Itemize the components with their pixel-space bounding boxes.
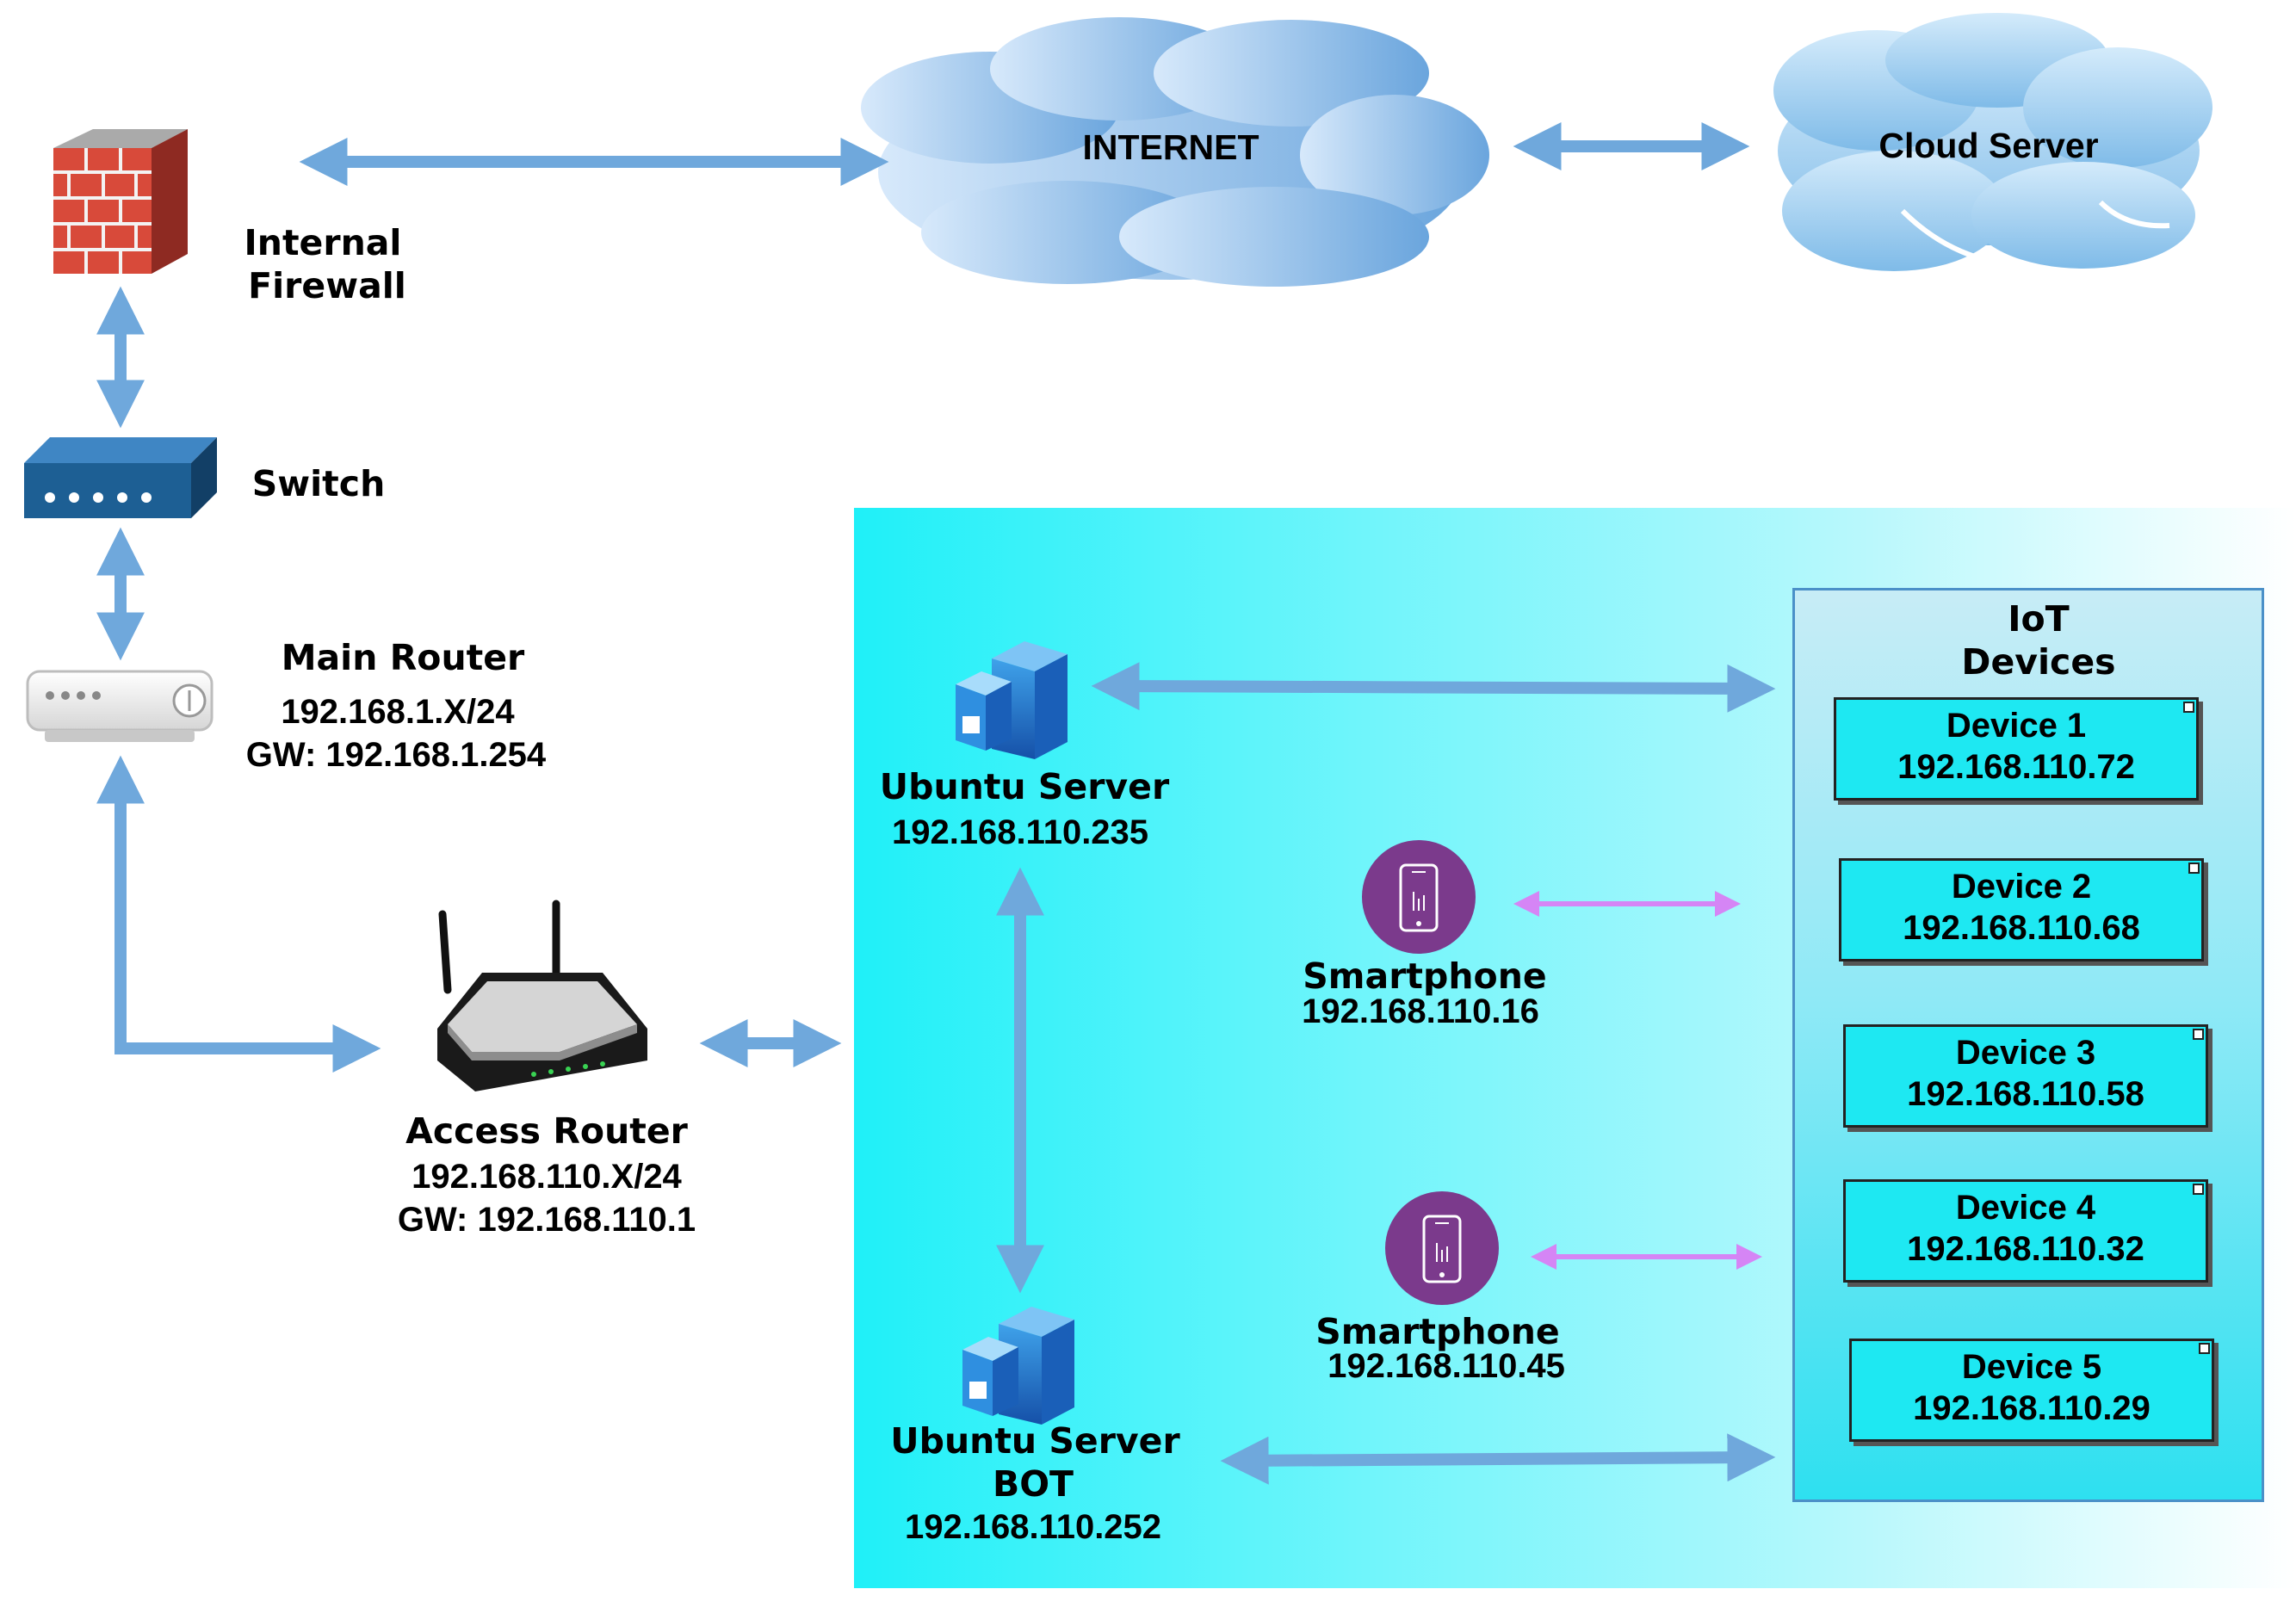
iot-device-5: Device 5 192.168.110.29 (1849, 1339, 2214, 1442)
internet-cloud-icon (861, 17, 1489, 287)
access-router-gateway: GW: 192.168.110.1 (397, 1201, 696, 1239)
device-corner-icon (2183, 702, 2194, 713)
access-router-label: Access Router (405, 1110, 688, 1152)
main-router-gateway: GW: 192.168.1.254 (245, 736, 547, 774)
link-mainrouter-accessrouter (96, 755, 381, 1073)
ubuntu-bot-ip: 192.168.110.252 (904, 1508, 1162, 1546)
smartphone-2-ip: 192.168.110.45 (1327, 1347, 1565, 1385)
firewall-label-line1: Internal (244, 222, 402, 263)
device-name: Device 3 (1955, 1034, 2096, 1072)
ubuntu-server-label: Ubuntu Server (879, 766, 1170, 807)
device-ip: 192.168.110.58 (1907, 1075, 2144, 1113)
device-corner-icon (2193, 1184, 2204, 1195)
device-corner-icon (2193, 1029, 2204, 1040)
main-router-icon (26, 670, 214, 742)
device-corner-icon (2188, 863, 2200, 874)
iot-device-3: Device 3 192.168.110.58 (1843, 1024, 2208, 1128)
smartphone-1-label: Smartphone (1303, 955, 1547, 997)
link-server-iot (1091, 662, 1776, 713)
iot-device-2: Device 2 192.168.110.68 (1839, 858, 2204, 961)
device-ip: 192.168.110.29 (1913, 1389, 2151, 1427)
ubuntu-server-bot-icon (962, 1307, 1074, 1425)
iot-device-1: Device 1 192.168.110.72 (1834, 697, 2199, 801)
device-ip: 192.168.110.68 (1903, 909, 2140, 947)
access-router-subnet: 192.168.110.X/24 (412, 1158, 682, 1196)
main-router-subnet: 192.168.1.X/24 (281, 693, 515, 731)
device-name: Device 4 (1955, 1189, 2096, 1227)
firewall-label-line2: Firewall (248, 265, 406, 306)
ubuntu-bot-label-line2: BOT (992, 1463, 1074, 1505)
ubuntu-bot-label-line1: Ubuntu Server (890, 1420, 1180, 1462)
iot-title-line2: Devices (1961, 641, 2116, 683)
ubuntu-server-ip: 192.168.110.235 (891, 813, 1149, 851)
link-bot-iot (1220, 1433, 1776, 1485)
firewall-icon (53, 129, 188, 274)
main-router-label: Main Router (281, 637, 525, 678)
device-name: Device 1 (1946, 707, 2087, 745)
iot-title-line1: IoT (2008, 598, 2070, 640)
device-name: Device 2 (1951, 868, 2092, 906)
device-ip: 192.168.110.32 (1907, 1230, 2144, 1268)
device-corner-icon (2199, 1343, 2210, 1354)
switch-icon (24, 437, 217, 518)
device-ip: 192.168.110.72 (1897, 748, 2135, 786)
cloud-server-icon (1773, 13, 2212, 271)
cloud-server-label: Cloud Server (1878, 126, 2099, 165)
internet-label: INTERNET (1082, 127, 1259, 167)
smartphone-2-label: Smartphone (1315, 1311, 1560, 1352)
device-name: Device 5 (1961, 1348, 2102, 1386)
ubuntu-server-icon (956, 641, 1068, 759)
smartphone-1-ip: 192.168.110.16 (1302, 992, 1539, 1030)
iot-device-4: Device 4 192.168.110.32 (1843, 1179, 2208, 1283)
smartphone-2-icon (1385, 1191, 1499, 1305)
smartphone-1-icon (1362, 840, 1476, 954)
switch-label: Switch (251, 463, 386, 504)
access-router-icon (437, 900, 647, 1091)
